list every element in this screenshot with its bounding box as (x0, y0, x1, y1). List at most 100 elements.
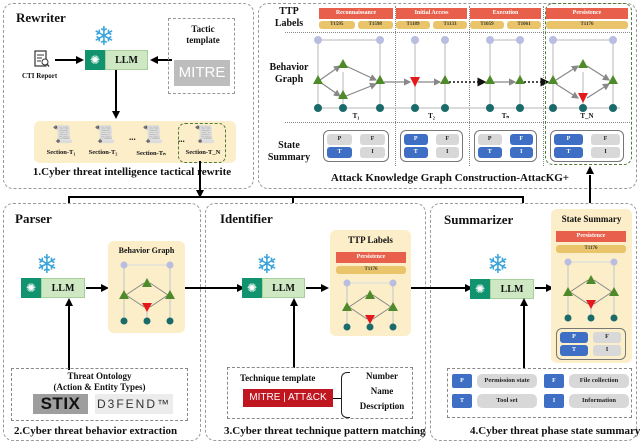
edge (569, 279, 589, 293)
edge (569, 291, 589, 305)
legend-key-f: F (544, 374, 564, 388)
state-chip-p: P (560, 332, 588, 343)
persistence-phase-highlight (545, 3, 632, 165)
state-chip-i: I (591, 147, 620, 158)
scroll-document-icon: 📜 (142, 125, 164, 144)
fields-brace (341, 372, 350, 418)
action-node (609, 287, 619, 296)
technique-template-box (227, 367, 413, 419)
section-label: Section-T₂ (88, 149, 118, 156)
subject-node (343, 279, 351, 287)
row-label-ttp: TTP Labels (274, 6, 304, 29)
state-chip-f: F (360, 134, 385, 145)
identifier-title: Identifier (220, 211, 273, 226)
arrow-template-to-llm (293, 300, 295, 368)
technique-label: T1598 (357, 21, 393, 29)
state-chip-p: P (404, 134, 428, 145)
state-summary-box (323, 130, 389, 162)
tactic-label: Reconnaissance (319, 8, 393, 19)
state-legend-box (447, 368, 632, 418)
subject-node (166, 261, 174, 269)
entity-node (120, 317, 128, 325)
arrow-ontology-to-llm (68, 300, 70, 370)
openai-logo-icon: ✺ (85, 50, 105, 70)
arrow-head (321, 284, 329, 292)
legend-label: Permission state (477, 374, 537, 388)
entity-node (389, 323, 397, 331)
row-label-graph: Behavior Graph (269, 62, 309, 85)
state-chip-t: T (554, 147, 583, 158)
edge (348, 306, 368, 320)
state-chip-f: F (509, 134, 533, 145)
summarizer-caption: 4.Cyber threat phase state summary (470, 425, 640, 437)
state-chip-t: T (560, 345, 588, 356)
sections-strip (34, 121, 236, 163)
summarizer-state-box (556, 328, 626, 360)
tactic-template-box (168, 18, 235, 94)
arrow-llm-to-ttp (306, 287, 322, 289)
legend-key-p: P (452, 374, 472, 388)
frozen-snowflake-icon: ❄ (256, 250, 278, 279)
connector (411, 287, 433, 289)
edge (593, 279, 613, 293)
tactic-label: Persistence (546, 8, 628, 19)
arrow-head (520, 298, 528, 306)
summarizer-tactic-label: Persistence (556, 231, 626, 242)
llm-label: LLM (105, 50, 148, 70)
summarizer-technique-label: T1176 (556, 245, 626, 253)
edge (149, 282, 169, 296)
entity-node (564, 314, 572, 322)
state-chip-i: I (360, 147, 385, 158)
divider (395, 6, 396, 166)
action-node (365, 290, 375, 299)
arrow-summarizer-up (589, 175, 591, 210)
brace-connector (333, 398, 341, 399)
technique-label: T1133 (433, 21, 467, 29)
legend-key-t: T (452, 394, 472, 408)
entity-node (343, 323, 351, 331)
arrow-graph-to-identifier (200, 287, 238, 289)
divider (285, 32, 630, 33)
parser-mini-graph (119, 261, 175, 325)
edge (593, 291, 613, 305)
tactic-label: Initial Access (396, 8, 467, 19)
attack-behavior-graph (313, 36, 620, 112)
arrow-head (112, 111, 120, 119)
rewriter-title: Rewriter (16, 10, 66, 25)
mitre-attack-logo: MITRE | ATT&CK (243, 389, 333, 407)
template-field: Description (359, 401, 405, 411)
action-node (586, 275, 596, 284)
arrow-head (290, 298, 298, 306)
state-chip-f: F (593, 332, 621, 343)
parser-llm: ✺ LLM (21, 278, 85, 298)
distribution-bus (68, 196, 524, 198)
arrow-head (150, 56, 158, 64)
identifier-tactic-label: Persistence (336, 252, 406, 263)
scroll-document-icon: 📜 (94, 125, 116, 144)
state-chip-p: P (554, 134, 583, 145)
arrow-template-to-llm (157, 59, 172, 61)
time-step-label: T₂ (428, 112, 435, 120)
arrow-head (76, 56, 84, 64)
time-step-label: T₁ (352, 112, 360, 120)
tactic-template-label: Tactic template (186, 24, 220, 45)
ontology-title: Threat Ontology (67, 371, 132, 381)
frozen-snowflake-icon: ❄ (93, 22, 115, 51)
arrow-legend-to-llm (523, 300, 525, 368)
legend-key-i: I (544, 394, 564, 408)
stix-logo-text: STIX (40, 394, 81, 413)
time-step-label: T_N (580, 112, 594, 120)
ontology-subtitle: (Action & Entity Types) (53, 382, 146, 392)
attackkg-caption: Attack Knowledge Graph Construction-Atta… (330, 172, 570, 184)
action-node (388, 302, 398, 311)
arrow-head (237, 284, 245, 292)
arrow-rewriter-down (199, 161, 201, 193)
malicious-action-node (142, 303, 152, 312)
row-label-state: State Summary (267, 140, 311, 163)
action-node (142, 278, 152, 287)
summarizer-mini-graph (563, 258, 619, 322)
identifier-llm: ✺ LLM (242, 278, 305, 298)
edge (348, 294, 368, 308)
scroll-document-icon: 📜 (194, 125, 216, 144)
technique-template-title: Technique template (240, 373, 316, 383)
